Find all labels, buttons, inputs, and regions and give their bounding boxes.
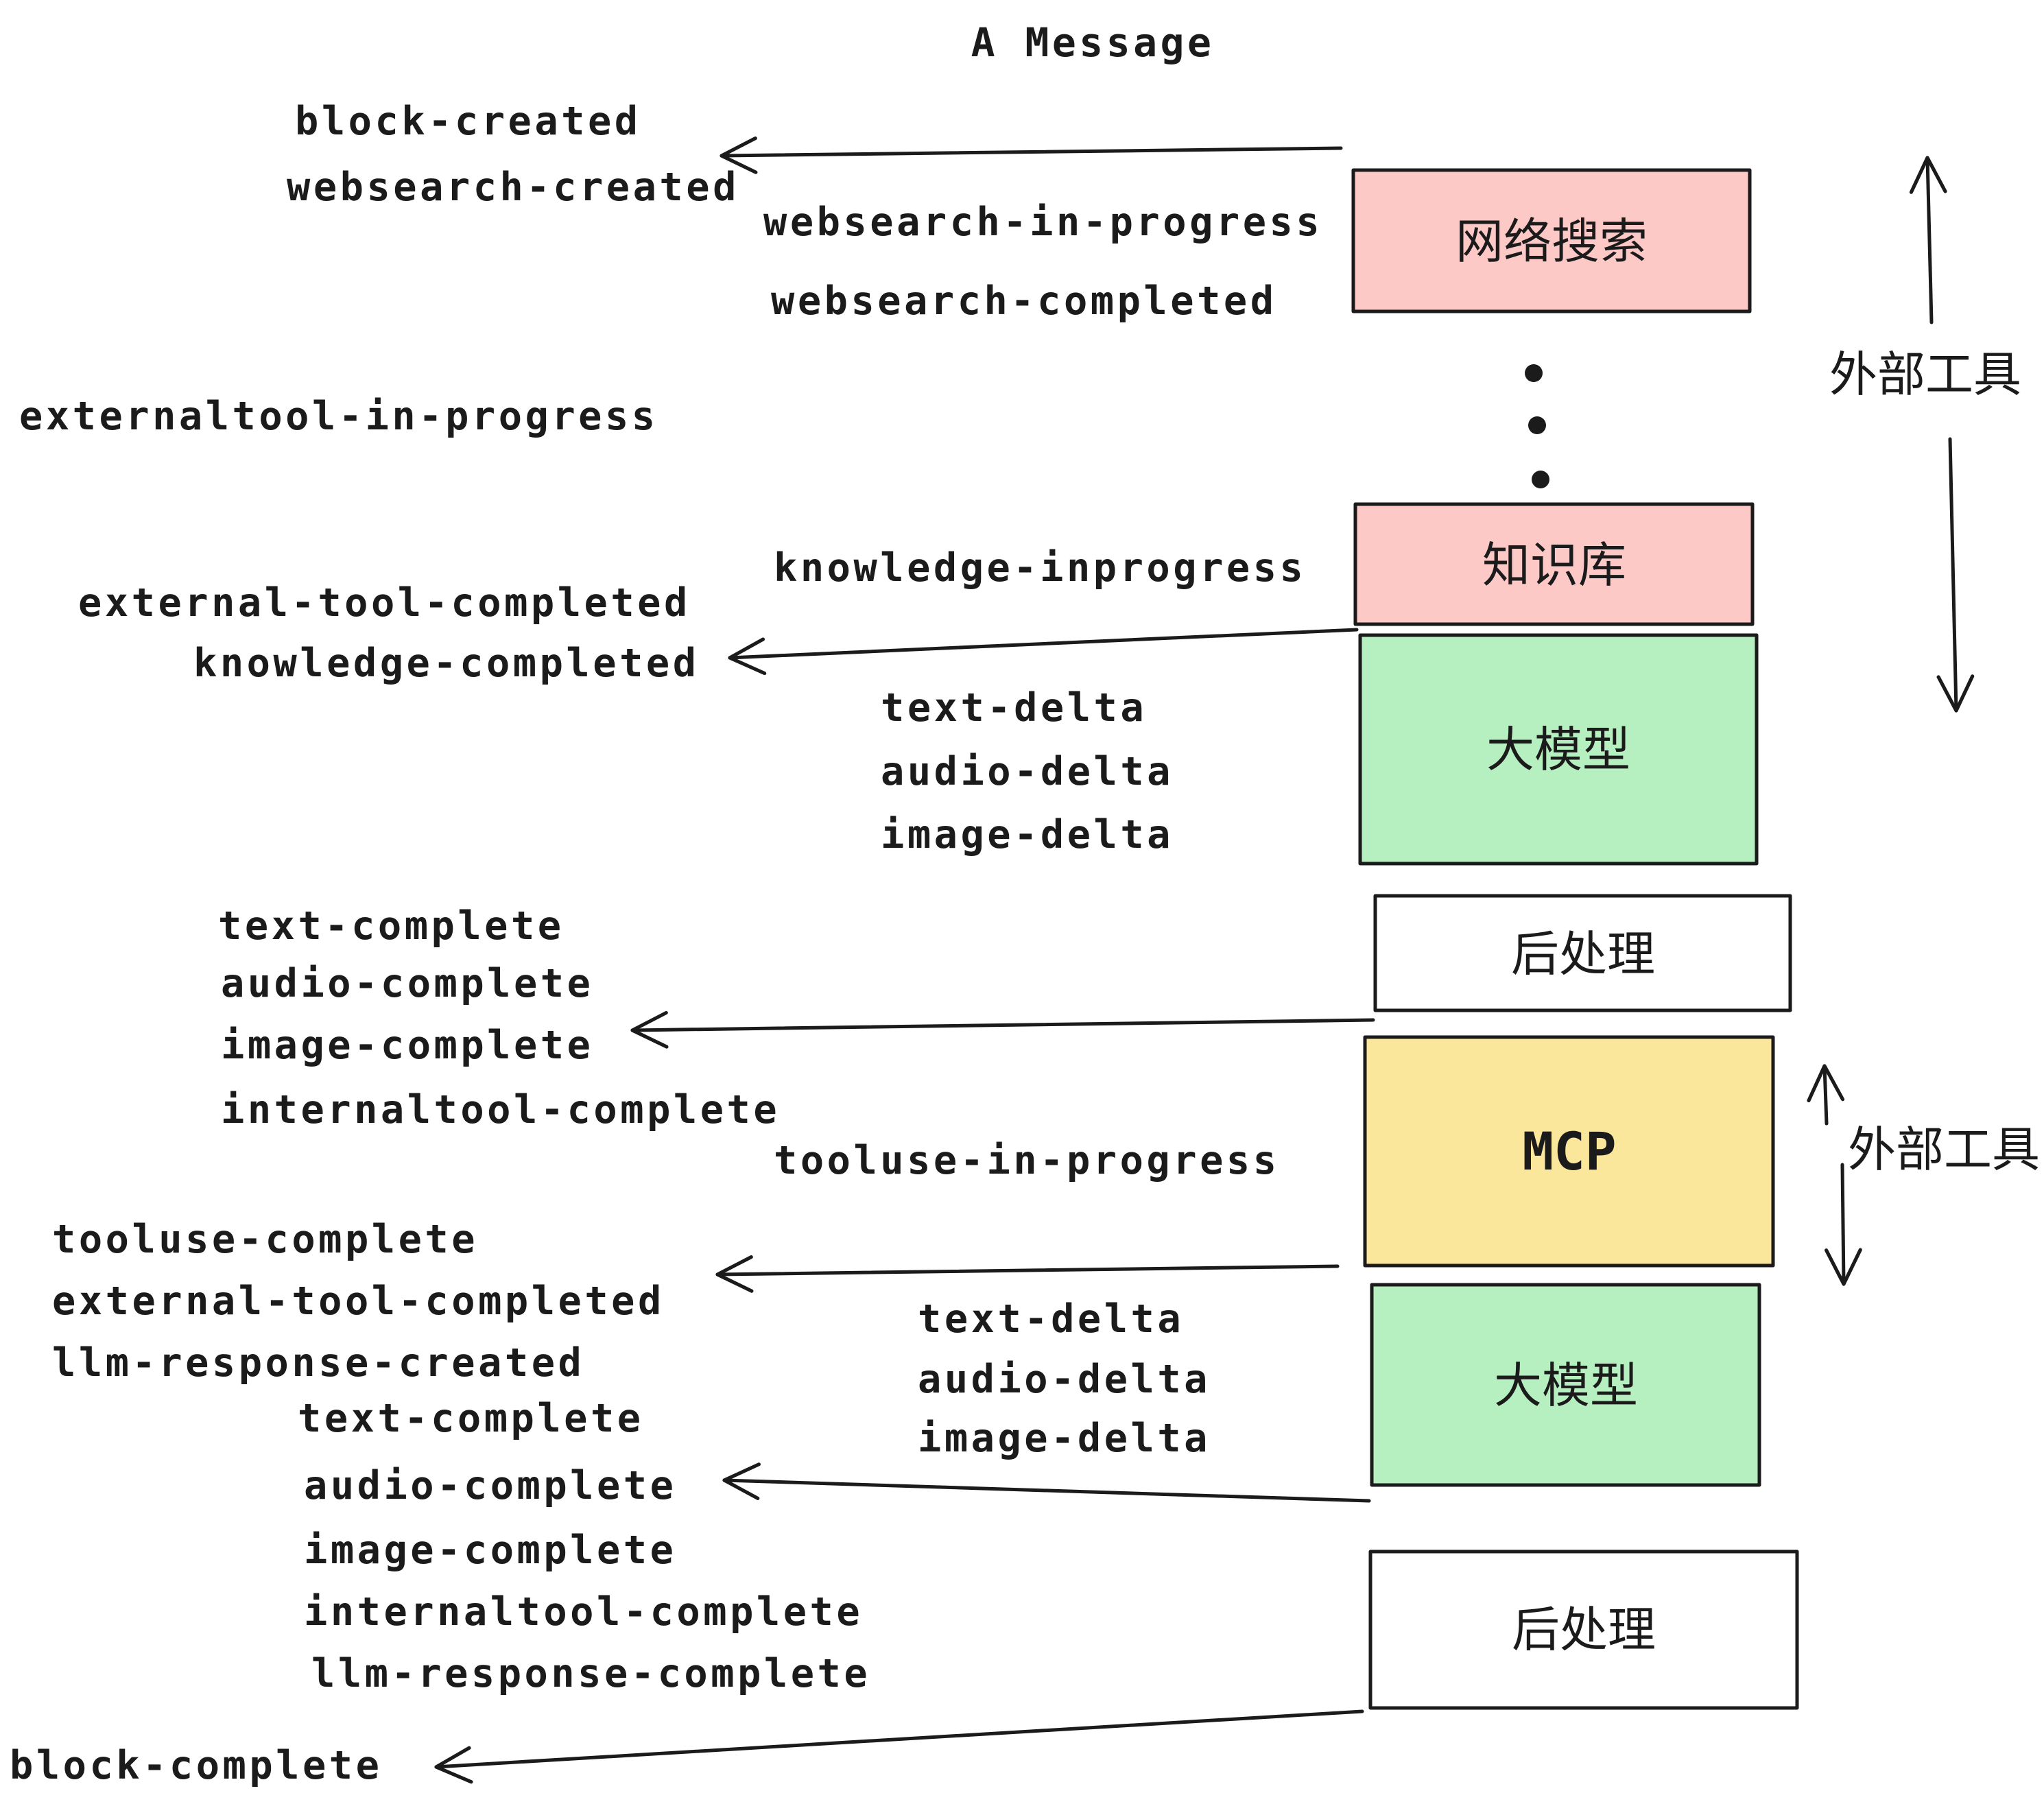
websearch-box-label: 网络搜索	[1455, 213, 1648, 270]
external-tools-label-top: 外部工具	[1829, 346, 2021, 403]
event-label-block-created: block-created	[295, 99, 641, 144]
event-label-audio-delta-1: audio-delta	[881, 749, 1174, 794]
llm-box-2-label: 大模型	[1494, 1357, 1638, 1414]
llm-box-1-label: 大模型	[1486, 722, 1630, 778]
arrow-up-icon	[1807, 1064, 1845, 1126]
event-label-websearch-in-progress: websearch-in-progress	[763, 200, 1322, 245]
websearch-box-rect	[1351, 168, 1752, 313]
event-label-tooluse-complete: tooluse-complete	[52, 1217, 478, 1262]
event-label-audio-complete-2: audio-complete	[304, 1463, 676, 1508]
external-tools-label-mcp: 外部工具	[1848, 1121, 2040, 1178]
arrow-up-icon	[1909, 156, 1947, 324]
event-label-external-tool-completed: external-tool-completed	[78, 580, 691, 626]
event-label-internaltool-complete-1: internaltool-complete	[221, 1087, 780, 1132]
postprocess-box-2-label: 后处理	[1512, 1602, 1656, 1658]
event-label-tooluse-in-progress: tooluse-in-progress	[774, 1138, 1280, 1183]
diagram-title: A Message	[971, 19, 1215, 66]
event-label-image-delta-2: image-delta	[918, 1416, 1211, 1461]
postprocess-box-1: 后处理	[1373, 894, 1792, 1012]
event-label-llm-response-created: llm-response-created	[52, 1340, 584, 1386]
postprocess-box-1-label: 后处理	[1511, 926, 1655, 982]
event-label-text-complete-2: text-complete	[298, 1396, 644, 1441]
llm-box-1-rect	[1358, 633, 1759, 866]
event-label-websearch-created: websearch-created	[287, 165, 739, 210]
llm-box-1: 大模型	[1358, 633, 1759, 866]
event-label-externaltool-in-progress: externaltool-in-progress	[19, 394, 658, 439]
llm-box-2-rect	[1370, 1283, 1761, 1487]
event-label-text-delta-2: text-delta	[918, 1296, 1184, 1342]
ellipsis-dots	[1525, 364, 1549, 488]
event-label-knowledge-inprogress: knowledge-inprogress	[774, 545, 1306, 591]
event-label-llm-response-complete: llm-response-complete	[311, 1651, 870, 1696]
event-label-knowledge-completed: knowledge-completed	[193, 641, 700, 686]
postprocess-box-2-rect	[1368, 1550, 1799, 1710]
arrow-knowledge-completed	[728, 628, 1359, 676]
event-label-block-complete: block-complete	[10, 1743, 382, 1788]
arrow-audio-complete	[722, 1462, 1371, 1503]
external-tools-span-mcp: 外部工具	[1807, 1064, 2040, 1286]
dot-icon	[1528, 416, 1546, 434]
postprocess-box-2: 后处理	[1368, 1550, 1799, 1710]
llm-box-2: 大模型	[1370, 1283, 1761, 1487]
event-label-image-delta-1: image-delta	[881, 812, 1174, 857]
knowledge-box-label: 知识库	[1482, 537, 1626, 593]
arrow-block-complete	[434, 1709, 1364, 1784]
knowledge-box-rect	[1353, 502, 1755, 626]
event-label-text-complete-1: text-complete	[218, 903, 565, 949]
dot-icon	[1532, 471, 1549, 488]
mcp-box-rect	[1363, 1035, 1775, 1268]
event-label-internaltool-complete-2: internaltool-complete	[304, 1589, 863, 1635]
postprocess-box-1-rect	[1373, 894, 1792, 1012]
knowledge-box: 知识库	[1353, 502, 1755, 626]
mcp-box-label: MCP	[1522, 1121, 1616, 1182]
event-label-websearch-completed: websearch-completed	[771, 278, 1277, 324]
event-label-image-complete-2: image-complete	[304, 1528, 676, 1573]
event-label-external-tool-completed-2: external-tool-completed	[52, 1279, 665, 1324]
arrow-websearch-created	[720, 137, 1343, 174]
event-label-image-complete-1: image-complete	[221, 1023, 593, 1068]
mcp-box: MCP	[1363, 1035, 1775, 1268]
event-label-audio-complete-1: audio-complete	[221, 961, 593, 1006]
event-label-audio-delta-2: audio-delta	[918, 1357, 1211, 1402]
event-label-text-delta-1: text-delta	[881, 685, 1147, 731]
external-tools-span-top: 外部工具	[1829, 156, 2021, 713]
arrow-down-icon	[1825, 1163, 1862, 1286]
arrow-down-icon	[1936, 437, 1975, 713]
websearch-box: 网络搜索	[1351, 168, 1752, 313]
arrow-internal-complete	[630, 1010, 1375, 1049]
arrow-tooluse-complete	[715, 1255, 1340, 1293]
dot-icon	[1525, 364, 1543, 382]
